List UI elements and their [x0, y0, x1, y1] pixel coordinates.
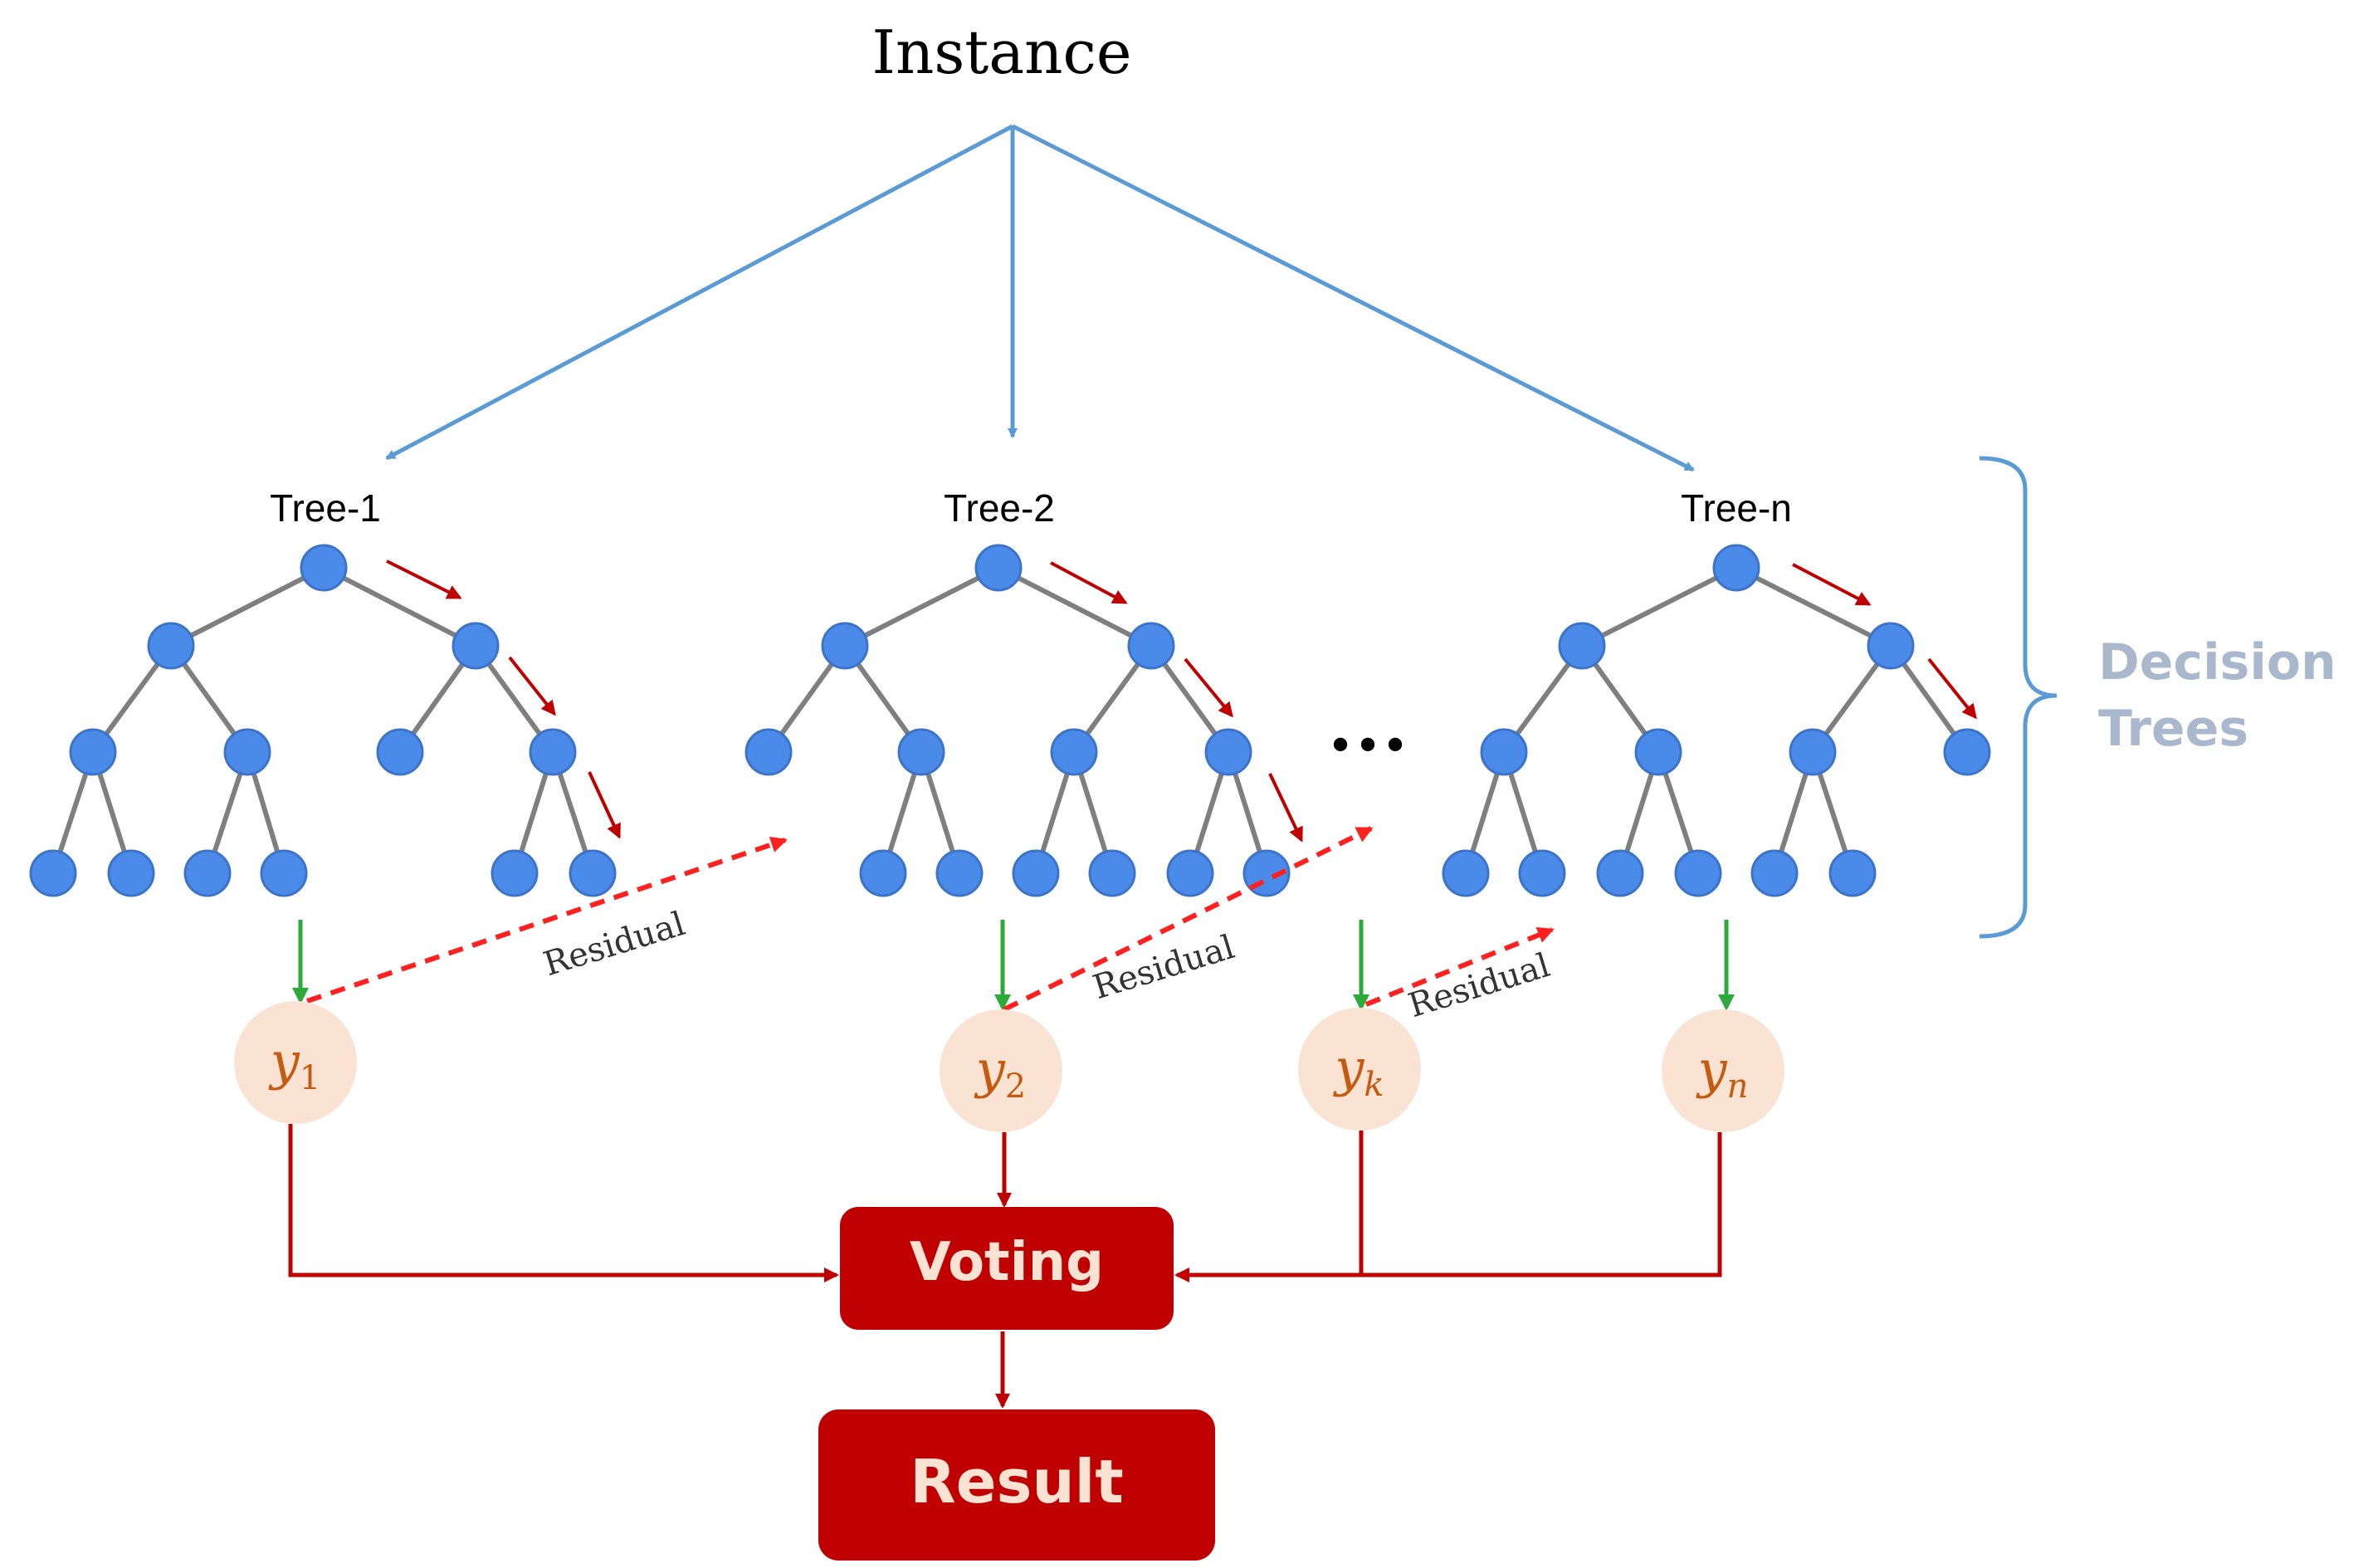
tree-label-1: Tree-1 [270, 486, 381, 530]
tree-node [1634, 728, 1682, 776]
tree-node [859, 849, 907, 897]
tree-node [1828, 849, 1877, 897]
tree-node [1088, 849, 1136, 897]
residual-label-1: Residual [539, 905, 690, 984]
output-var: y [1696, 1039, 1728, 1100]
residual-arrow-k [1364, 927, 1555, 1007]
tree-node [1442, 849, 1490, 897]
svg-text:yk: yk [1332, 1038, 1384, 1104]
tree-node [1480, 728, 1528, 776]
output-var: y [268, 1031, 300, 1092]
output-node-k: yk [1298, 1008, 1421, 1131]
decision-trees-label-line1: Decision [2098, 633, 2336, 691]
output-sub: 1 [300, 1059, 320, 1097]
tree-node [974, 544, 1023, 592]
residual-label-2: Residual [1089, 928, 1239, 1007]
tree-node [1012, 849, 1060, 897]
output-var: y [1332, 1038, 1364, 1098]
tree-node [376, 728, 424, 776]
tree-node [1166, 849, 1214, 897]
result-box: Result [818, 1409, 1215, 1561]
output-node-2: y2 [940, 1009, 1062, 1132]
output-sub: k [1364, 1066, 1384, 1104]
tree-node [107, 849, 155, 897]
tree-node [1518, 849, 1566, 897]
connector-n [1174, 1132, 1722, 1282]
tree-node [897, 728, 945, 776]
output-node-1: y1 [234, 1001, 357, 1124]
tree-node [1943, 728, 1991, 776]
tree-node [821, 622, 869, 670]
path-arrow [1927, 657, 1977, 720]
tree-node [1674, 849, 1722, 897]
instance-arrow-tree-1 [385, 124, 1014, 461]
tree-node [69, 728, 117, 776]
path-arrow [386, 559, 462, 599]
ellipsis: ••• [1326, 720, 1408, 774]
tree-node [1127, 622, 1175, 670]
tree-node [529, 728, 577, 776]
path-arrow [1050, 561, 1128, 604]
tree-node [935, 849, 984, 897]
decision-tree-n [1442, 544, 1991, 897]
tree-node [744, 728, 793, 776]
tree-node [183, 849, 232, 897]
svg-text:y1: y1 [268, 1031, 320, 1097]
decision-tree-1 [29, 544, 621, 897]
output-var: y [974, 1039, 1006, 1100]
path-arrow [1268, 773, 1303, 843]
result-label: Result [910, 1447, 1123, 1517]
path-arrow [508, 656, 556, 716]
instance-title: Instance [872, 17, 1132, 87]
output-sub: 2 [1005, 1067, 1026, 1106]
tree-node [1789, 728, 1837, 776]
svg-text:yn: yn [1696, 1039, 1749, 1106]
decision-trees-label-line2: Trees [2098, 700, 2248, 758]
tree-node [1596, 849, 1644, 897]
residual-arrow-1 [306, 836, 788, 1004]
tree-node [260, 849, 308, 897]
tree-node [1712, 544, 1760, 592]
path-arrow [1184, 657, 1233, 718]
tree-node [452, 622, 500, 670]
tree-label-2: Tree-2 [944, 486, 1055, 530]
tree-label-n: Tree-n [1681, 486, 1792, 530]
tree-node [1750, 849, 1799, 897]
connector-1 [288, 1124, 839, 1282]
tree-node [223, 728, 271, 776]
tree-node [147, 622, 195, 670]
tree-node [1050, 728, 1098, 776]
path-arrow [1792, 563, 1872, 606]
tree-node [569, 849, 617, 897]
tree-node [29, 849, 77, 897]
tree-node [300, 544, 348, 592]
tree-node [1867, 622, 1915, 670]
instance-arrow-tree-n [1011, 124, 1695, 472]
path-arrow [588, 771, 621, 839]
residual-label-k: Residual [1404, 946, 1555, 1025]
residual-arrow-2 [1003, 826, 1374, 1012]
tree-node [491, 849, 539, 897]
tree-node [1204, 728, 1252, 776]
tree-node [1558, 622, 1606, 670]
decision-trees-bracket [1979, 456, 2058, 939]
voting-box: Voting [840, 1207, 1174, 1330]
output-node-n: yn [1662, 1009, 1784, 1132]
output-sub: n [1727, 1067, 1749, 1106]
instance-arrows [385, 124, 1695, 472]
voting-label: Voting [910, 1232, 1104, 1293]
svg-text:y2: y2 [974, 1039, 1026, 1106]
decision-tree-2 [744, 544, 1303, 897]
